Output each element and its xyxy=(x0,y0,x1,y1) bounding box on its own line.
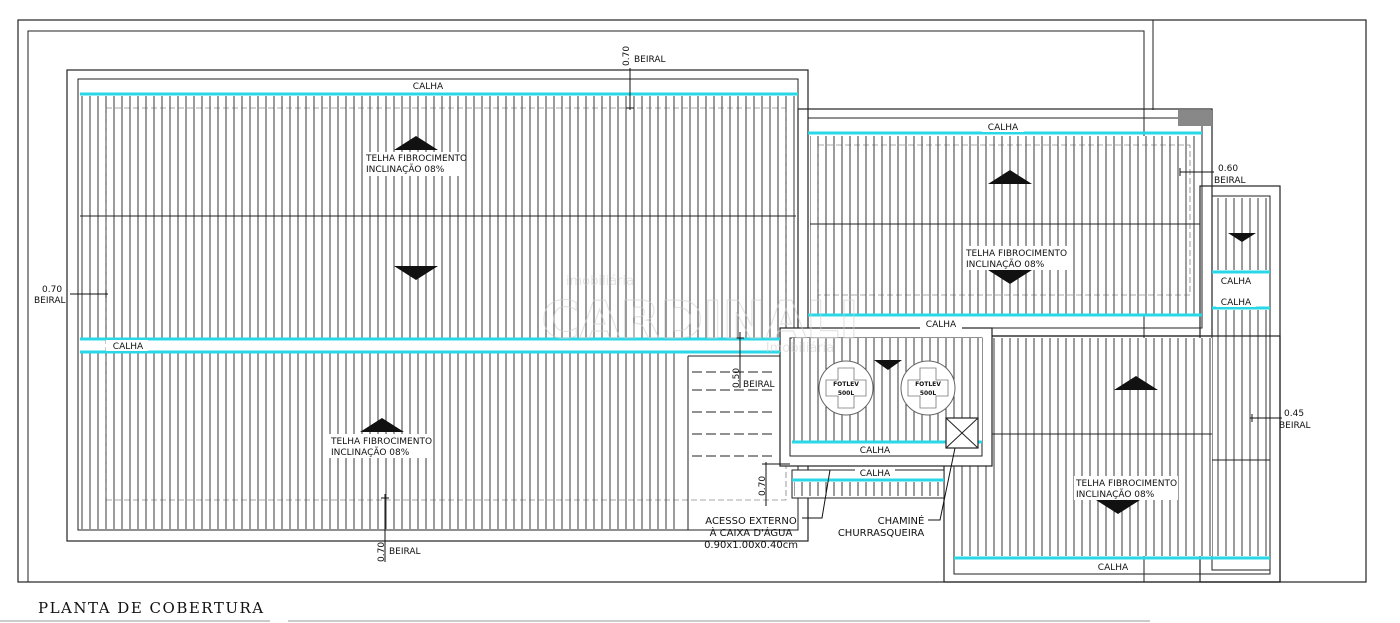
tank-2-capacity: 500L xyxy=(920,390,937,397)
gutter-labels: CALHA CALHA CALHA CALHA CALHA CALHA CALH… xyxy=(106,80,1256,573)
chimney-callout-line1: CHAMINÉ xyxy=(878,514,925,527)
dim-center-value: 0.50 xyxy=(732,368,742,388)
drawing-title: PLANTA DE COBERTURA xyxy=(38,599,265,617)
calha-label-narrow-1: CALHA xyxy=(1221,277,1252,287)
slope-arrows xyxy=(360,136,1256,514)
tank-1-label: FOTLEV xyxy=(833,381,859,388)
telha-label-3-line1: TELHA FIBROCIMENTO xyxy=(965,249,1067,259)
dim-right-upper-value: 0.60 xyxy=(1218,164,1238,174)
chimney-callout: CHAMINÉ CHURRASQUEIRA xyxy=(838,447,956,539)
dim-center-beiral: BEIRAL xyxy=(743,380,775,390)
dim-right-upper-beiral: BEIRAL xyxy=(1214,176,1246,186)
tank-2-label: FOTLEV xyxy=(915,381,941,388)
calha-label-narrow-2: CALHA xyxy=(1221,298,1252,308)
watermark-line2: CARDINALI xyxy=(541,291,858,351)
external-access-hatch xyxy=(687,355,780,530)
telha-label-1-line1: TELHA FIBROCIMENTO xyxy=(365,154,467,164)
dim-right-lower-value: 0.45 xyxy=(1284,409,1304,419)
telha-label-2-line1: TELHA FIBROCIMENTO xyxy=(330,437,432,447)
telha-label-3-line2: INCLINAÇÃO 08% xyxy=(966,259,1045,270)
calha-label-middle: CALHA xyxy=(113,342,144,352)
tank-1-capacity: 500L xyxy=(838,390,855,397)
watermark-line1: imobiliária xyxy=(566,274,634,289)
roofing-labels: TELHA FIBROCIMENTO INCLINAÇÃO 08% TELHA … xyxy=(328,152,1178,500)
dim-right-lower-beiral: BEIRAL xyxy=(1279,421,1311,431)
dim-left-value: 0.70 xyxy=(42,285,62,295)
dimension-markers xyxy=(70,68,1282,562)
gutters xyxy=(80,92,1270,560)
dim-top-value: 0.70 xyxy=(622,46,632,66)
water-tank-1: FOTLEV 500L xyxy=(818,360,874,416)
chimney-icon xyxy=(945,417,979,449)
telha-label-4-line2: INCLINAÇÃO 08% xyxy=(1076,489,1155,500)
dim-access-value: 0.70 xyxy=(758,476,768,496)
dim-bottom-value: 0.70 xyxy=(377,542,387,562)
dim-top-beiral: BEIRAL xyxy=(634,55,666,65)
access-callout-line1: ACESSO EXTERNO xyxy=(705,516,797,527)
watermark: imobiliária CARDINALI Imobiliária xyxy=(541,274,859,356)
roof-panel-middle xyxy=(80,216,796,338)
calha-label-top: CALHA xyxy=(413,82,444,92)
access-callout-line3: 0.90x1.00x0.40cm xyxy=(704,540,798,551)
dim-left-beiral: BEIRAL xyxy=(34,296,66,306)
access-callout: ACESSO EXTERNO À CAIXA D'ÁGUA 0.90x1.00x… xyxy=(704,469,831,551)
watermark-line3: Imobiliária xyxy=(766,341,834,356)
roof-panel-lower-right-upper xyxy=(992,338,1212,434)
access-callout-line2: À CAIXA D'ÁGUA xyxy=(710,526,793,539)
water-tank-2: FOTLEV 500L xyxy=(900,360,956,416)
calha-label-bottom-right: CALHA xyxy=(1098,563,1129,573)
calha-label-tank: CALHA xyxy=(860,446,891,456)
dim-bottom-beiral: BEIRAL xyxy=(389,547,421,557)
calha-label-right-middle: CALHA xyxy=(926,320,957,330)
telha-label-2-line2: INCLINAÇÃO 08% xyxy=(331,447,410,458)
calha-label-strip: CALHA xyxy=(860,469,891,479)
telha-label-4-line1: TELHA FIBROCIMENTO xyxy=(1075,479,1177,489)
chimney-callout-line2: CHURRASQUEIRA xyxy=(838,528,925,539)
telha-label-1-line2: INCLINAÇÃO 08% xyxy=(366,164,445,175)
calha-label-right-upper: CALHA xyxy=(988,123,1019,133)
dimension-labels: 0.70 BEIRAL 0.70 BEIRAL 0.70 BEIRAL 0.50… xyxy=(34,46,1311,562)
